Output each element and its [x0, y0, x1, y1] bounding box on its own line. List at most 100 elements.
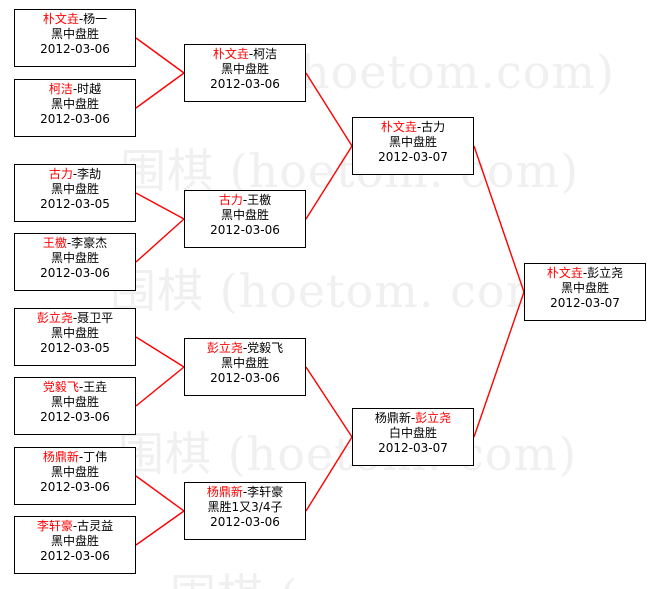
versus-dash: - [410, 411, 416, 425]
player-b: 李豪杰 [71, 236, 108, 250]
player-b: 时越 [77, 82, 102, 96]
match-result: 黑中盘胜 [50, 395, 99, 409]
player-b: 王垚 [83, 380, 108, 394]
player-a: 彭立尧 [206, 341, 243, 355]
match-players: 杨鼎新-丁伟 [15, 450, 135, 465]
match-date: 2012-03-06 [210, 223, 280, 237]
match-date: 2012-03-07 [378, 150, 448, 164]
player-b: 丁伟 [83, 450, 108, 464]
player-a: 朴文垚 [212, 47, 249, 61]
connector-line [135, 37, 185, 74]
connector-line [473, 291, 525, 438]
match-players: 朴文垚-彭立尧 [525, 266, 645, 281]
player-a: 古力 [218, 193, 243, 207]
player-a: 王檄 [42, 236, 67, 250]
connector-line [135, 336, 185, 368]
match-result: 黑中盘胜 [50, 251, 99, 265]
versus-dash: - [78, 12, 84, 26]
player-b: 彭立尧 [415, 411, 452, 425]
player-b: 王檄 [247, 193, 272, 207]
match-result: 黑中盘胜 [50, 27, 99, 41]
match-result: 黑中盘胜 [50, 182, 99, 196]
connector-line [135, 475, 185, 512]
match-date: 2012-03-06 [40, 410, 110, 424]
match-players: 朴文垚-古力 [353, 120, 473, 135]
match-players: 杨鼎新-彭立尧 [353, 411, 473, 426]
versus-dash: - [78, 380, 84, 394]
player-b: 党毅飞 [247, 341, 284, 355]
match-date: 2012-03-06 [210, 371, 280, 385]
player-a: 杨鼎新 [206, 485, 243, 499]
connector-line [305, 72, 353, 147]
player-b: 杨一 [83, 12, 108, 26]
connector-line [135, 366, 185, 407]
match-players: 李轩豪-古灵益 [15, 519, 135, 534]
match-result: 黑中盘胜 [50, 534, 99, 548]
player-a: 李轩豪 [36, 519, 73, 533]
match-players: 杨鼎新-李轩豪 [185, 485, 305, 500]
match-result: 黑中盘胜 [220, 62, 269, 76]
versus-dash: - [72, 82, 78, 96]
versus-dash: - [248, 47, 254, 61]
player-a: 党毅飞 [42, 380, 79, 394]
player-a: 古力 [48, 167, 73, 181]
player-a: 朴文垚 [42, 12, 79, 26]
connector-line [135, 510, 185, 546]
match-players: 朴文垚-杨一 [15, 12, 135, 27]
match-date: 2012-03-06 [210, 515, 280, 529]
match-players: 古力-李劼 [15, 167, 135, 182]
versus-dash: - [242, 485, 248, 499]
connector-line [305, 436, 353, 512]
match-date: 2012-03-05 [40, 197, 110, 211]
match-players: 古力-王檄 [185, 193, 305, 208]
match-result: 黑中盘胜 [220, 356, 269, 370]
match-date: 2012-03-06 [40, 549, 110, 563]
match-result: 黑胜1又3/4子 [207, 500, 283, 514]
player-b: 古灵益 [77, 519, 114, 533]
player-b: 李劼 [77, 167, 102, 181]
connector-line [135, 218, 185, 263]
match-players: 党毅飞-王垚 [15, 380, 135, 395]
player-b: 聂卫平 [77, 311, 114, 325]
match-result: 黑中盘胜 [388, 135, 437, 149]
match-players: 朴文垚-柯洁 [185, 47, 305, 62]
versus-dash: - [66, 236, 72, 250]
versus-dash: - [78, 450, 84, 464]
versus-dash: - [416, 120, 422, 134]
player-a: 朴文垚 [380, 120, 417, 134]
match-players: 彭立尧-聂卫平 [15, 311, 135, 326]
match-players: 柯洁-时越 [15, 82, 135, 97]
match-date: 2012-03-06 [40, 480, 110, 494]
connector-line [135, 192, 185, 220]
versus-dash: - [242, 193, 248, 207]
versus-dash: - [72, 167, 78, 181]
player-b: 李轩豪 [247, 485, 284, 499]
match-result: 黑中盘胜 [560, 281, 609, 295]
match-result: 黑中盘胜 [50, 97, 99, 111]
match-date: 2012-03-07 [378, 441, 448, 455]
player-b: 彭立尧 [587, 266, 624, 280]
connector-line [135, 72, 185, 109]
versus-dash: - [72, 311, 78, 325]
match-date: 2012-03-07 [550, 296, 620, 310]
match-date: 2012-03-06 [40, 42, 110, 56]
player-b: 古力 [421, 120, 446, 134]
player-a: 彭立尧 [36, 311, 73, 325]
